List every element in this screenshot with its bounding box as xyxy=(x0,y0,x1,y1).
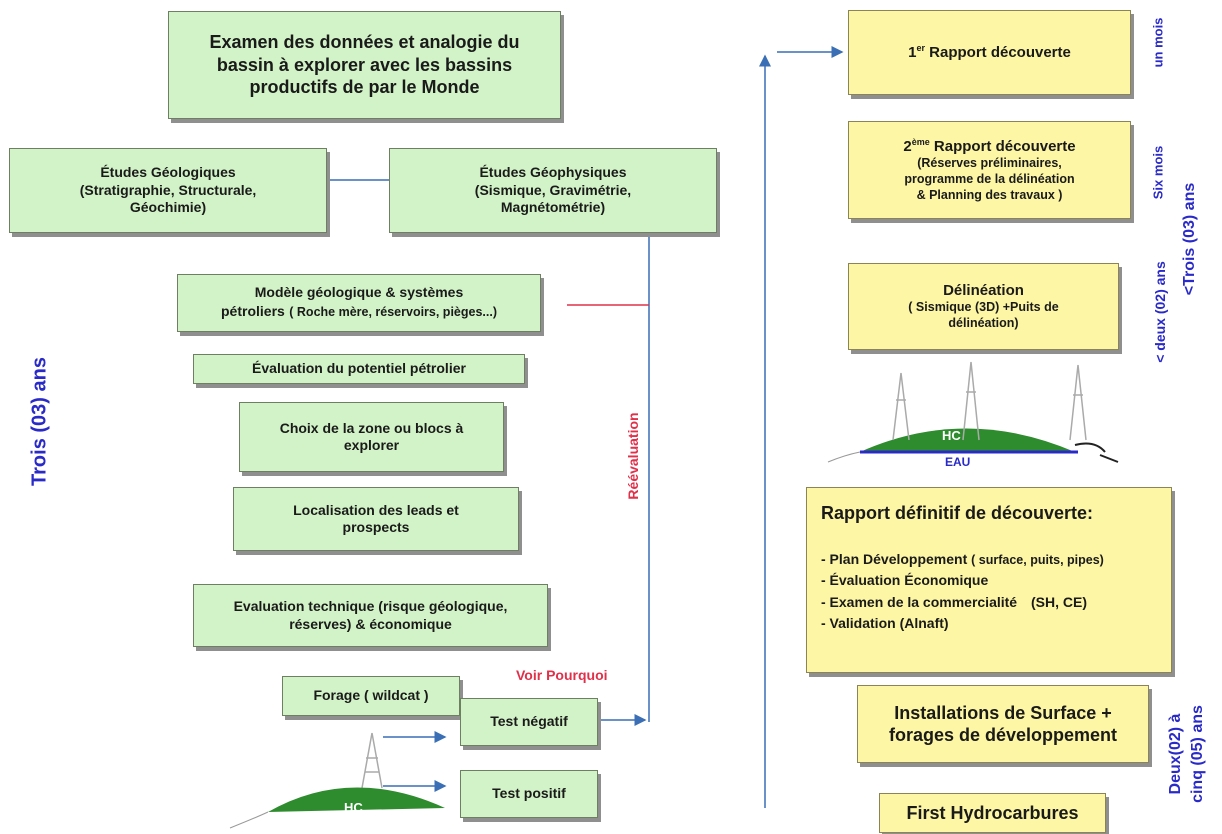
duree-six-mois: Six mois xyxy=(1150,145,1166,200)
modele-title: Modèle géologique & systèmes xyxy=(254,284,464,301)
rapport-final-box: Rapport définitif de découverte: - Plan … xyxy=(806,487,1172,673)
modele-line2: pétroliers xyxy=(221,302,285,319)
geophysiques-title: Études Géophysiques xyxy=(479,164,627,181)
rapport-final-item-2: - Évaluation Économique xyxy=(821,572,989,589)
reevaluation-label: Réévaluation xyxy=(625,412,641,500)
duree-deux-cinq-1: Deux(02) à xyxy=(1167,713,1184,795)
rapport2-prefix: 2 xyxy=(903,137,912,155)
rapport-final-item-1: - Plan Développement ( surface, puits, p… xyxy=(821,550,1104,567)
rapport-final-title: Rapport définitif de découverte: xyxy=(821,503,1094,523)
localisation-box: Localisation des leads et prospects xyxy=(233,487,519,551)
first-hc-text: First Hydrocarbures xyxy=(906,802,1079,823)
hc-right-label: HC xyxy=(942,428,961,443)
rapport2-detail-1: (Réserves préliminaires, xyxy=(917,156,1062,171)
rapport2-box: 2ème Rapport découverte (Réserves prélim… xyxy=(848,121,1131,219)
localisation-text: Localisation des leads et prospects xyxy=(293,501,459,536)
test-positif-text: Test positif xyxy=(492,785,566,802)
test-negatif-text: Test négatif xyxy=(490,713,568,730)
test-positif-box: Test positif xyxy=(460,770,598,818)
left-hc-mound xyxy=(268,787,445,812)
geophysiques-box: Études Géophysiques (Sismique, Gravimétr… xyxy=(389,148,717,233)
right-derrick-icons xyxy=(892,361,1087,441)
duree-deux-cinq-2: cinq (05) ans xyxy=(1189,705,1206,803)
modele-detail: ( Roche mère, réservoirs, pièges...) xyxy=(289,304,497,319)
examen-box: Examen des données et analogie du bassin… xyxy=(168,11,561,119)
geophysiques-detail: (Sismique, Gravimétrie, Magnétométrie) xyxy=(474,181,632,216)
forage-text: Forage ( wildcat ) xyxy=(313,687,429,704)
rapport2-detail-3: & Planning des travaux ) xyxy=(916,187,1063,202)
rapport2-sup: ème xyxy=(911,136,930,147)
rapport1-box: 1er Rapport découverte xyxy=(848,10,1131,95)
hc-left-label: HC xyxy=(344,800,363,815)
duree-un-mois: un mois xyxy=(1150,17,1166,68)
test-negatif-box: Test négatif xyxy=(460,698,598,746)
delineation-box: Délinéation ( Sismique (3D) +Puits de dé… xyxy=(848,263,1119,350)
rapport2-detail-2: programme de la délinéation xyxy=(904,172,1075,187)
left-derrick-icon xyxy=(361,732,383,789)
examen-text: Examen des données et analogie du bassin… xyxy=(209,32,520,98)
installations-box: Installations de Surface + forages de dé… xyxy=(857,685,1149,763)
first-hc-box: First Hydrocarbures xyxy=(879,793,1106,833)
rapport2-text: Rapport découverte xyxy=(933,137,1076,155)
evaluation-potentiel-text: Évaluation du potentiel pétrolier xyxy=(252,360,466,377)
rapport1-sup: er xyxy=(916,42,925,53)
delineation-title: Délinéation xyxy=(943,281,1024,299)
rapport-final-item-3: - Examen de la commercialité (SH, CE) xyxy=(821,593,1087,610)
choix-zone-box: Choix de la zone ou blocs à explorer xyxy=(239,402,504,472)
rapport1-prefix: 1 xyxy=(908,43,917,61)
voir-pourquoi-label: Voir Pourquoi xyxy=(516,667,608,683)
geologiques-title: Études Géologiques xyxy=(100,164,236,181)
evaluation-potentiel-box: Évaluation du potentiel pétrolier xyxy=(193,354,525,384)
geologiques-detail: (Stratigraphie, Structurale, Géochimie) xyxy=(79,181,257,216)
delineation-detail-2: délinéation) xyxy=(948,315,1019,330)
eau-label: EAU xyxy=(945,455,971,469)
forage-box: Forage ( wildcat ) xyxy=(282,676,460,716)
delineation-detail-1: ( Sismique (3D) +Puits de xyxy=(908,300,1059,315)
right-hc-mound xyxy=(860,428,1075,452)
installations-text: Installations de Surface + forages de dé… xyxy=(888,702,1118,746)
evaluation-technique-text: Evaluation technique (risque géologique,… xyxy=(233,598,508,632)
choix-zone-text: Choix de la zone ou blocs à explorer xyxy=(279,419,464,454)
duree-trois-ans: <Trois (03) ans xyxy=(1181,182,1198,296)
duree-deux-ans: < deux (02) ans xyxy=(1152,261,1168,363)
evaluation-technique-box: Evaluation technique (risque géologique,… xyxy=(193,584,548,647)
duree-gauche-label: Trois (03) ans xyxy=(28,357,51,486)
rapport-final-item-4: - Validation (Alnaft) xyxy=(821,615,949,632)
rapport1-text: Rapport découverte xyxy=(929,43,1071,61)
modele-box: Modèle géologique & systèmes pétroliers … xyxy=(177,274,541,332)
geologiques-box: Études Géologiques (Stratigraphie, Struc… xyxy=(9,148,327,233)
